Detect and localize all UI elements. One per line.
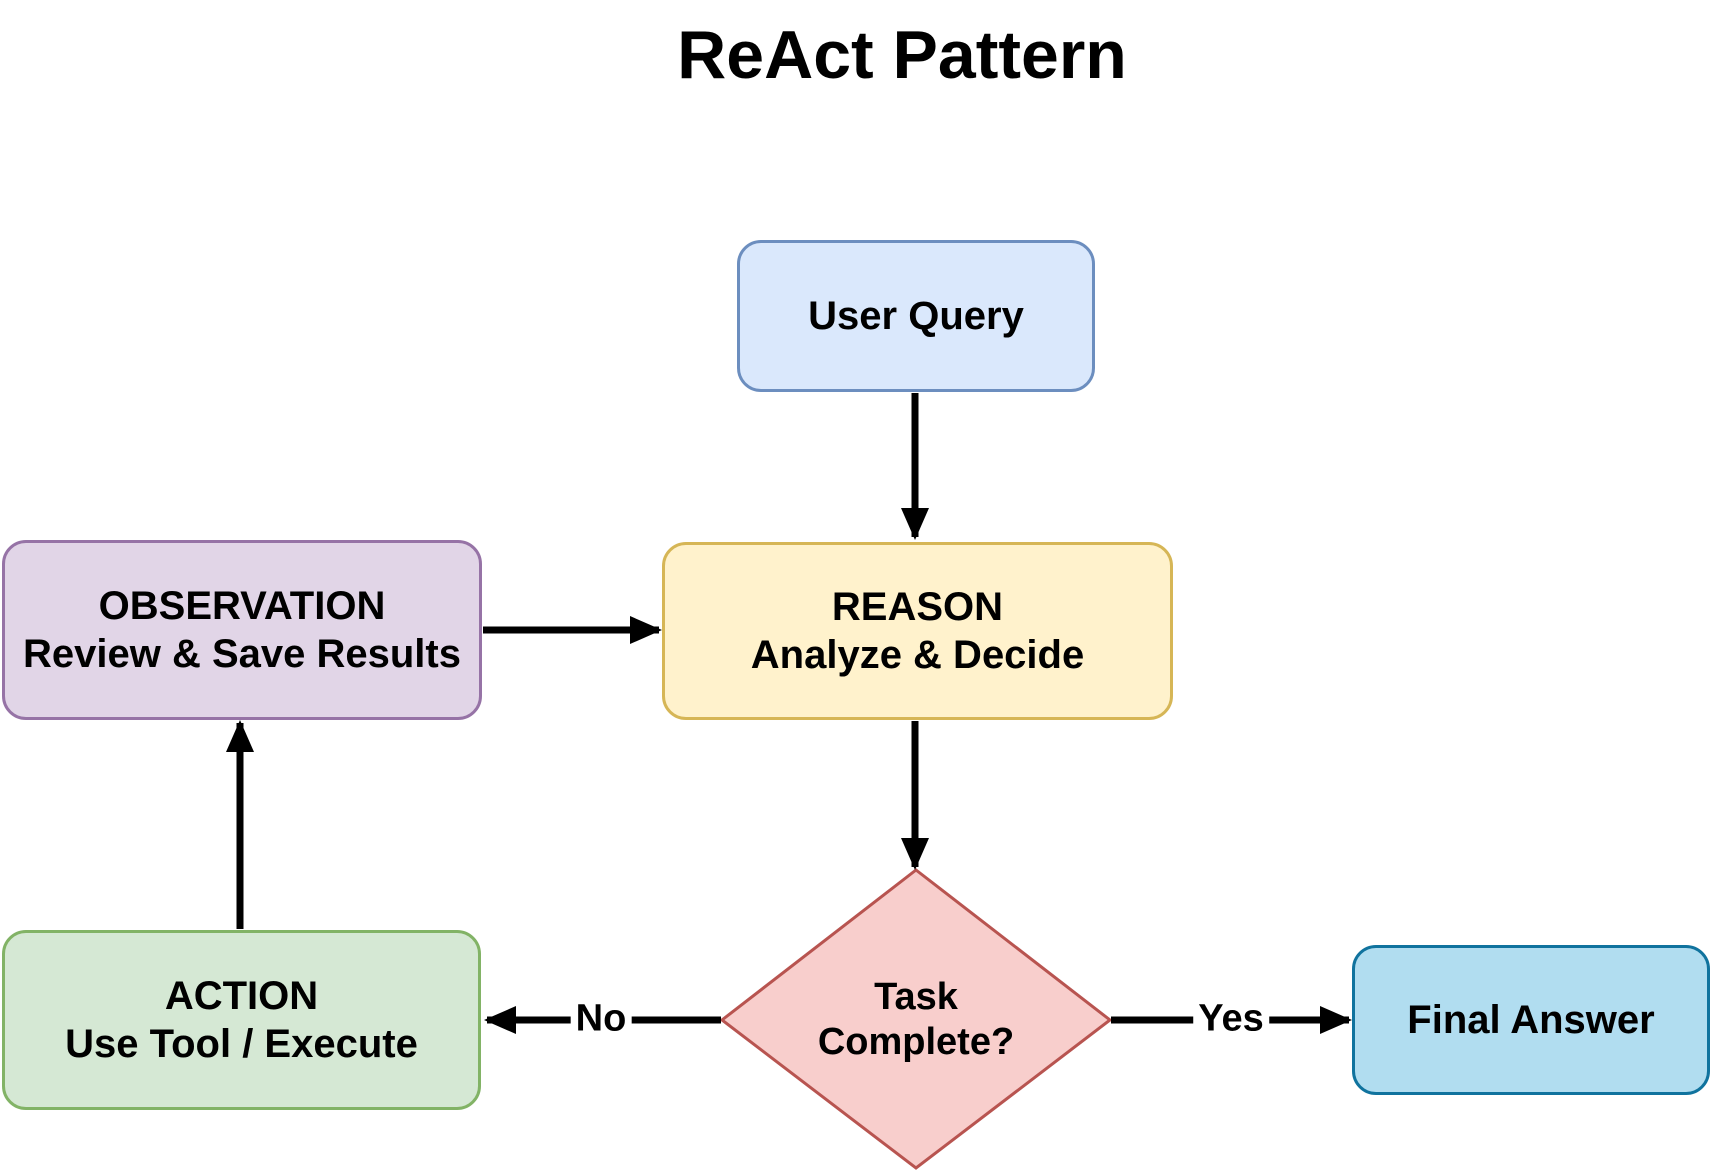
edge-label-yes: Yes	[1193, 997, 1269, 1041]
node-action-title: ACTION	[164, 974, 319, 1018]
node-reason-title: REASON	[831, 585, 1004, 629]
node-action-subtitle: Use Tool / Execute	[65, 1022, 418, 1066]
node-user-query: User Query	[737, 240, 1095, 392]
node-user-query-label: User Query	[808, 294, 1024, 338]
node-final-answer-label: Final Answer	[1407, 998, 1655, 1042]
node-observation: OBSERVATION Review & Save Results	[2, 540, 482, 720]
edge-label-no: No	[570, 997, 632, 1041]
node-observation-subtitle: Review & Save Results	[23, 632, 461, 676]
node-reason: REASON Analyze & Decide	[662, 542, 1173, 720]
node-decision-line1: Task	[874, 976, 958, 1018]
node-observation-title: OBSERVATION	[98, 584, 386, 628]
node-decision-label: Task Complete?	[818, 975, 1014, 1065]
node-decision-diamond	[719, 868, 1113, 1170]
node-reason-subtitle: Analyze & Decide	[750, 633, 1085, 677]
node-action: ACTION Use Tool / Execute	[2, 930, 481, 1110]
page-title: ReAct Pattern	[677, 17, 1127, 93]
node-decision-line2: Complete?	[817, 1021, 1015, 1063]
node-final-answer: Final Answer	[1352, 945, 1710, 1095]
